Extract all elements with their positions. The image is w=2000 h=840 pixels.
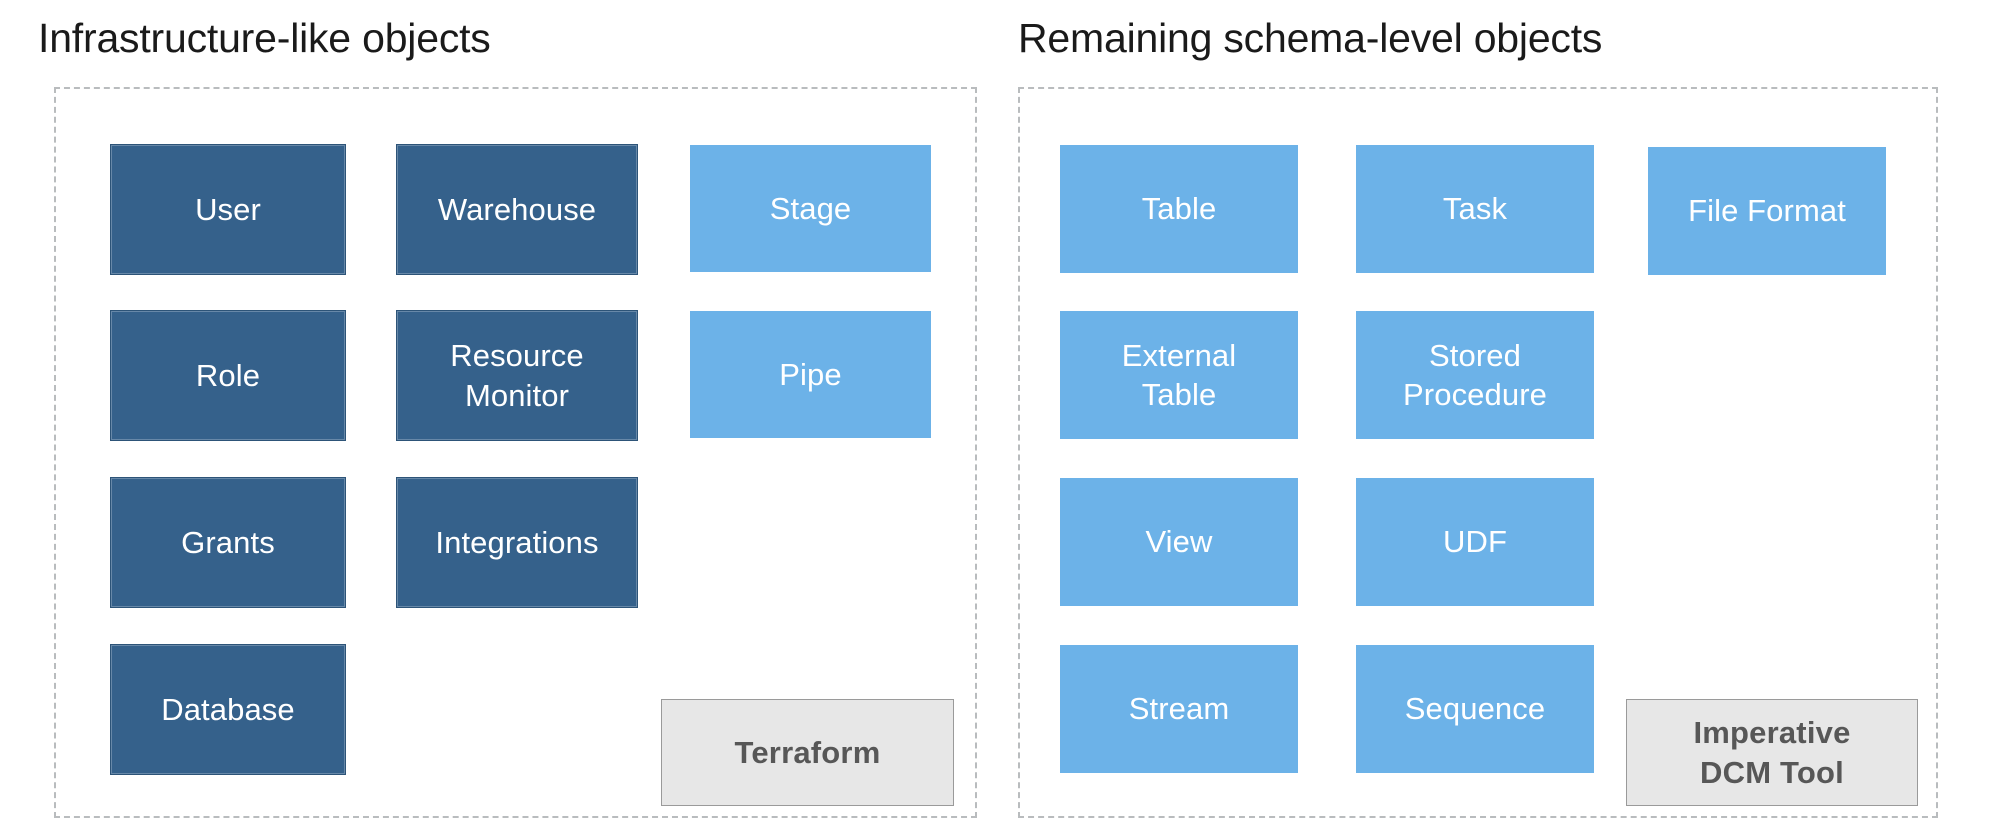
object-box-view[interactable]: View [1060,478,1298,606]
object-box-integrations[interactable]: Integrations [396,477,638,608]
object-box-stream[interactable]: Stream [1060,645,1298,773]
object-box-file-format[interactable]: File Format [1648,147,1886,275]
object-box-stored-procedure[interactable]: Stored Procedure [1356,311,1594,439]
object-box-sequence[interactable]: Sequence [1356,645,1594,773]
object-box-pipe[interactable]: Pipe [690,311,931,438]
object-box-database[interactable]: Database [110,644,346,775]
group-container-schema-level [1018,87,1938,818]
object-box-role[interactable]: Role [110,310,346,441]
object-box-warehouse[interactable]: Warehouse [396,144,638,275]
panel-title-infrastructure: Infrastructure-like objects [38,15,491,61]
object-box-external-table[interactable]: External Table [1060,311,1298,439]
group-container-infrastructure [54,87,977,818]
object-box-stage[interactable]: Stage [690,145,931,272]
object-box-user[interactable]: User [110,144,346,275]
tool-box-terraform[interactable]: Terraform [661,699,954,806]
object-box-grants[interactable]: Grants [110,477,346,608]
panel-title-schema-level: Remaining schema-level objects [1018,15,1603,61]
tool-box-imperative-dcm-tool[interactable]: Imperative DCM Tool [1626,699,1918,806]
object-box-task[interactable]: Task [1356,145,1594,273]
object-box-table[interactable]: Table [1060,145,1298,273]
object-box-udf[interactable]: UDF [1356,478,1594,606]
object-box-resource-monitor[interactable]: Resource Monitor [396,310,638,441]
